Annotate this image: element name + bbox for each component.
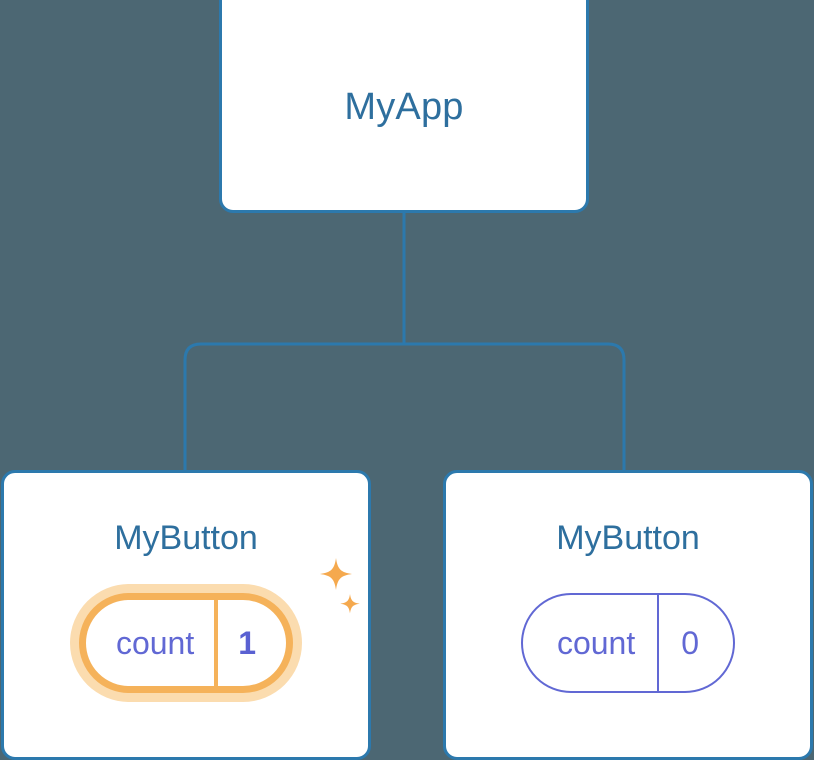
state-key-label-right: count: [556, 625, 636, 661]
edge-rail-right: [404, 342, 626, 472]
state-pill-wrapper-left: count 1: [4, 593, 368, 693]
edge-rail-left: [183, 342, 404, 472]
node-myapp-label: MyApp: [344, 85, 464, 128]
node-mybutton-right[interactable]: MyButton count 0: [443, 470, 813, 760]
state-key-cell-left: count: [86, 600, 214, 686]
state-key-cell-right: count: [523, 595, 657, 691]
node-mybutton-right-label: MyButton: [556, 519, 700, 557]
state-value-label-left: 1: [238, 625, 257, 661]
node-mybutton-left-label: MyButton: [114, 519, 258, 557]
state-pill-left[interactable]: count 1: [78, 593, 294, 693]
state-value-label-right: 0: [681, 625, 700, 661]
state-value-cell-left: 1: [214, 600, 286, 686]
state-key-label-left: count: [115, 625, 195, 661]
state-pill-right[interactable]: count 0: [520, 593, 736, 693]
node-myapp[interactable]: MyApp: [219, 0, 589, 213]
state-pill-wrapper-right: count 0: [446, 593, 810, 693]
node-mybutton-left[interactable]: MyButton count 1: [1, 470, 371, 760]
state-value-cell-right: 0: [657, 595, 733, 691]
connector-edges: [183, 210, 626, 472]
